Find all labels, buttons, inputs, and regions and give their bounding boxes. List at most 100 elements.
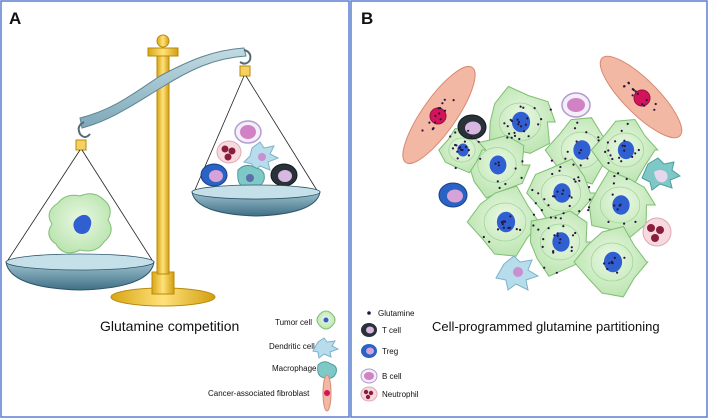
glutamine-dot bbox=[568, 194, 571, 197]
glutamine-dot bbox=[617, 172, 620, 175]
glutamine-dot bbox=[517, 120, 521, 124]
legend-caf-label: Cancer-associated fibroblast bbox=[208, 389, 310, 398]
glutamine-dot bbox=[587, 206, 591, 209]
glutamine-dot bbox=[549, 108, 552, 111]
tumor-cell-membrane bbox=[483, 202, 527, 242]
glutamine-dot bbox=[641, 103, 644, 106]
glutamine-dot bbox=[558, 169, 561, 172]
panel-b-border bbox=[350, 0, 708, 418]
glutamine-dot bbox=[637, 148, 640, 152]
left-string-l bbox=[7, 149, 81, 261]
glutamine-dot bbox=[443, 98, 446, 101]
glutamine-dot bbox=[603, 262, 606, 265]
glutamine-dot bbox=[570, 246, 573, 249]
glutamine-dot bbox=[553, 234, 556, 237]
glutamine-dot bbox=[562, 189, 565, 192]
glutamine-dot bbox=[509, 215, 512, 218]
panel-b-macrophage bbox=[641, 157, 682, 191]
glutamine-dot bbox=[564, 157, 567, 160]
left-pan-tumor-nucleus bbox=[73, 214, 92, 234]
glutamine-dot bbox=[575, 140, 578, 143]
glutamine-dot bbox=[451, 147, 455, 150]
glutamine-dot bbox=[579, 164, 582, 167]
glutamine-dot bbox=[586, 157, 589, 160]
glutamine-dot bbox=[543, 198, 546, 201]
glutamine-dot bbox=[501, 222, 504, 226]
glutamine-dot bbox=[449, 135, 452, 138]
glutamine-dot bbox=[522, 106, 525, 109]
glutamine-dot bbox=[434, 114, 437, 117]
glutamine-dot bbox=[556, 232, 559, 235]
glutamine-dot bbox=[627, 81, 630, 84]
glutamine-dot bbox=[461, 148, 464, 152]
glutamine-dot bbox=[623, 256, 626, 259]
glutamine-dot bbox=[551, 172, 554, 176]
glutamine-dot bbox=[653, 108, 656, 111]
glutamine-dot bbox=[456, 157, 459, 160]
right-pan-rim bbox=[191, 184, 321, 200]
glutamine-dot bbox=[611, 193, 614, 196]
glutamine-dot bbox=[572, 163, 575, 166]
glutamine-dot bbox=[497, 161, 500, 164]
glutamine-dot bbox=[607, 220, 610, 223]
glutamine-dot bbox=[634, 90, 637, 93]
panel-b-neutrophil bbox=[642, 217, 672, 247]
glutamine-dot bbox=[611, 157, 614, 161]
glutamine-dot bbox=[516, 118, 519, 121]
glutamine-dot bbox=[537, 192, 540, 195]
tumor-cell-nucleus bbox=[511, 111, 531, 133]
glutamine-dot bbox=[467, 154, 470, 157]
glutamine-dot bbox=[467, 149, 470, 152]
glutamine-dot bbox=[524, 123, 527, 126]
glutamine-dot bbox=[434, 121, 437, 124]
glutamine-dot bbox=[634, 152, 637, 155]
glutamine-dot bbox=[571, 234, 575, 237]
scale-knob bbox=[156, 34, 170, 48]
glutamine-dot bbox=[568, 204, 571, 208]
glutamine-dot bbox=[558, 241, 561, 244]
tumor-cell-nucleus bbox=[496, 211, 516, 233]
left-hanger bbox=[75, 139, 87, 151]
glutamine-dot bbox=[574, 231, 577, 235]
glutamine-dot bbox=[531, 188, 534, 192]
glutamine-dot bbox=[439, 118, 442, 121]
right-hanger bbox=[239, 65, 251, 77]
legend-glutamine-label: Glutamine bbox=[378, 309, 415, 318]
glutamine-dot bbox=[587, 209, 590, 212]
glutamine-dot bbox=[556, 190, 559, 193]
glutamine-dot bbox=[573, 178, 576, 181]
glutamine-dot bbox=[537, 123, 540, 126]
glutamine-dot bbox=[574, 180, 577, 183]
glutamine-dot bbox=[494, 162, 497, 165]
glutamine-dot bbox=[514, 167, 517, 170]
glutamine-dot bbox=[455, 144, 458, 147]
glutamine-dot bbox=[527, 135, 530, 138]
glutamine-dot bbox=[570, 196, 573, 199]
glutamine-dot bbox=[517, 123, 520, 126]
glutamine-dot bbox=[537, 228, 540, 231]
glutamine-dot bbox=[552, 251, 555, 254]
left-pan-rim bbox=[5, 253, 155, 271]
glutamine-dot bbox=[579, 148, 583, 152]
glutamine-dot bbox=[613, 175, 616, 178]
legend-left: Tumor cell Dendritic cell Macrophage Can… bbox=[208, 310, 340, 412]
fibroblast-right bbox=[599, 55, 683, 139]
glutamine-dot bbox=[566, 150, 569, 153]
glutamine-dot bbox=[606, 267, 609, 271]
tumor-cell-membrane bbox=[599, 186, 641, 224]
glutamine-dot bbox=[554, 216, 557, 219]
glutamine-dot bbox=[428, 121, 431, 124]
glutamine-dot bbox=[431, 128, 434, 131]
legend-dendritic-icon bbox=[312, 337, 340, 359]
glutamine-dot bbox=[456, 150, 459, 153]
glutamine-dot bbox=[556, 234, 559, 237]
glutamine-dot bbox=[520, 125, 523, 128]
glutamine-dot bbox=[597, 136, 600, 139]
glutamine-dot bbox=[631, 155, 634, 158]
legend-macrophage-label: Macrophage bbox=[272, 364, 317, 373]
tumor-cell-membrane bbox=[539, 223, 581, 261]
glutamine-dot bbox=[526, 117, 529, 120]
glutamine-dot bbox=[612, 182, 616, 185]
